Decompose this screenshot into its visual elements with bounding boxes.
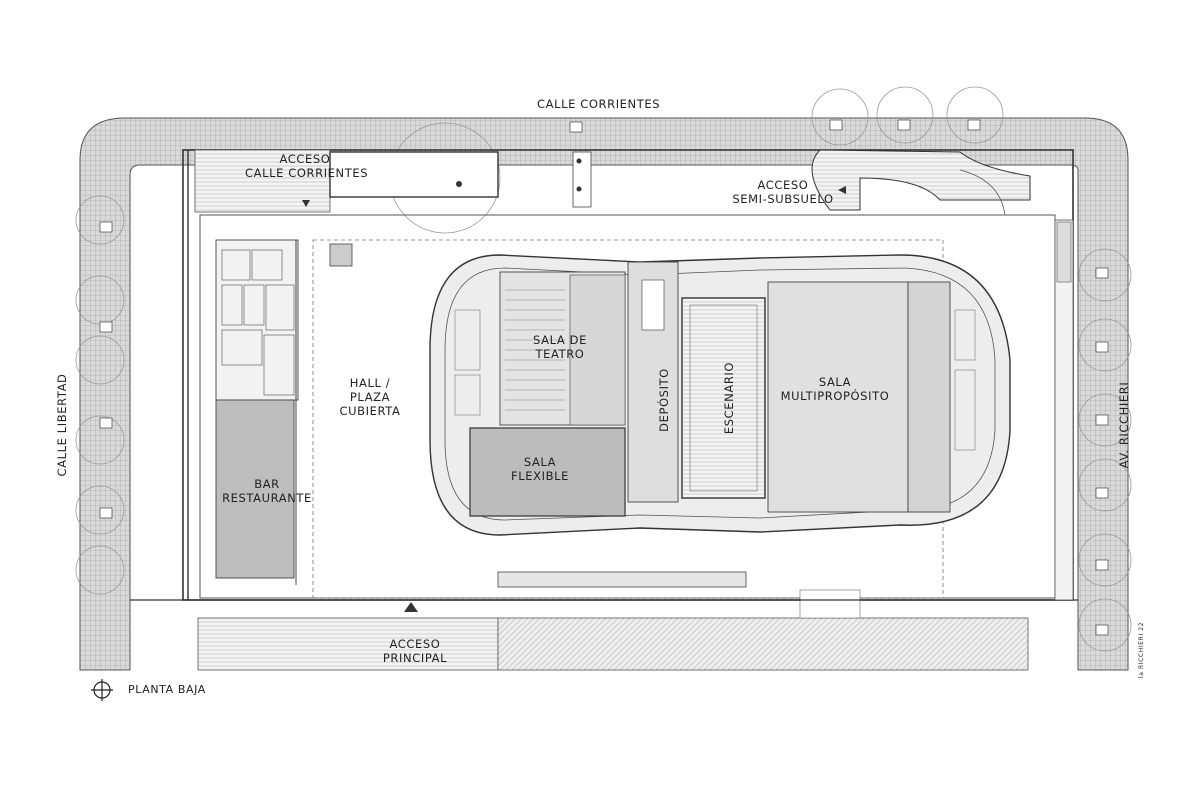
label-bar: BAR RESTAURANTE (212, 477, 322, 505)
label-escenario: ESCENARIO (722, 361, 736, 435)
author-mark: la RICCHIERI 22 (1138, 621, 1145, 679)
hall-line2: PLAZA (349, 390, 391, 404)
sidewalk (79, 117, 1129, 671)
service-block (215, 239, 299, 401)
bar-line1: BAR (254, 477, 280, 491)
label-hall: HALL / PLAZA CUBIERTA (330, 376, 410, 418)
hall-line1: HALL / (349, 376, 391, 390)
sala-teatro-line1: SALA DE (533, 333, 587, 347)
street-trees (75, 86, 1132, 652)
bar-area (215, 399, 295, 579)
label-access-main: ACCESO PRINCIPAL (365, 637, 465, 665)
north-symbol (91, 679, 113, 701)
sala-multiproposito (767, 281, 909, 513)
access-main-line2: PRINCIPAL (382, 651, 448, 665)
street-label-west: CALLE LIBERTAD (55, 373, 69, 477)
label-sala-teatro: SALA DE TEATRO (520, 333, 600, 361)
tree-pits (99, 119, 1109, 636)
label-sala-multi: SALA MULTIPROPÓSITO (770, 375, 900, 403)
sala-flexible-line2: FLEXIBLE (511, 469, 569, 483)
sala-teatro-line2: TEATRO (535, 347, 585, 361)
label-access-corrientes: ACCESO CALLE CORRIENTES (245, 152, 369, 180)
access-semi-line2: SEMI-SUBSUELO (732, 192, 834, 206)
street-label-north: CALLE CORRIENTES (537, 97, 661, 111)
hall-line3: CUBIERTA (339, 404, 401, 418)
semi-subsuelo-ramp (811, 149, 1031, 211)
front-terrace (497, 571, 747, 588)
sala-flexible (469, 427, 626, 517)
access-corrientes-line2: CALLE CORRIENTES (245, 166, 369, 180)
sala-flexible-line1: SALA (523, 455, 557, 469)
legend-planta-baja: PLANTA BAJA (128, 683, 206, 696)
label-access-semi: ACCESO SEMI-SUBSUELO (723, 178, 843, 206)
access-main-line1: ACCESO (389, 637, 441, 651)
main-access-paving (197, 617, 499, 671)
sala-multi-line2: MULTIPROPÓSITO (780, 389, 890, 403)
street-label-east: AV. RICCHIERI (1117, 381, 1131, 469)
sala-multi-line1: SALA (818, 375, 852, 389)
corrientes-ramp (329, 151, 499, 198)
access-corrientes-line1: ACCESO (279, 152, 331, 166)
access-semi-line1: ACCESO (757, 178, 809, 192)
escenario (681, 297, 766, 499)
label-deposito: DEPÓSITO (657, 368, 671, 432)
bar-line2: RESTAURANTE (222, 491, 312, 505)
label-sala-flexible: SALA FLEXIBLE (500, 455, 580, 483)
